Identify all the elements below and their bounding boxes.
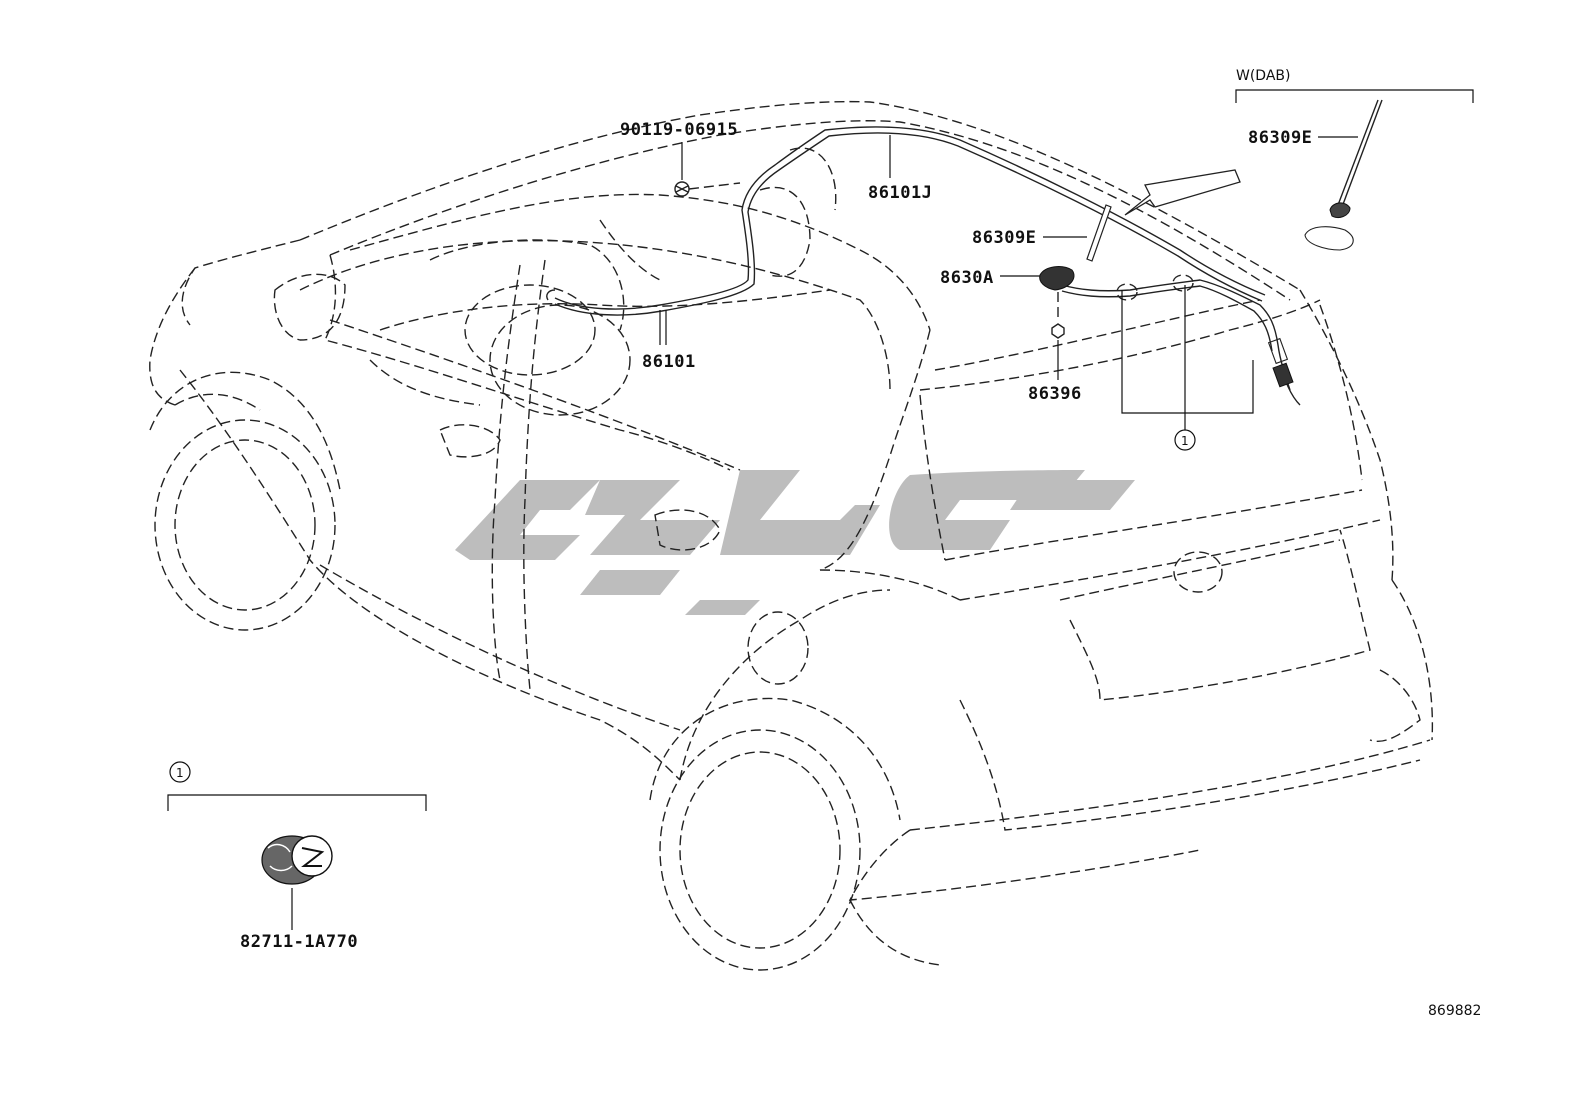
bolt-part (674, 181, 741, 197)
nut-part (1051, 323, 1065, 339)
roof-antenna-cable (546, 126, 1266, 316)
callout-inset-number: 1 (176, 766, 184, 780)
label-roof-cable: 86101J (868, 183, 932, 203)
direction-arrow (1124, 169, 1241, 216)
diagram-id: 869882 (1428, 1003, 1481, 1019)
label-clamp: 82711-1A770 (240, 932, 358, 952)
dab-antenna-part (1304, 99, 1383, 251)
label-antenna-base: 8630A (940, 268, 994, 288)
label-nut: 86396 (1028, 384, 1082, 404)
label-antenna-pole: 86309E (972, 228, 1036, 248)
cable-clamps (1116, 274, 1194, 301)
clamp-part (261, 835, 333, 885)
label-dab-pole: 86309E (1248, 128, 1312, 148)
car-body-outline (149, 100, 1434, 971)
label-front-cable: 86101 (642, 352, 696, 372)
antenna-base-part (1039, 266, 1075, 320)
watermark-logo (455, 470, 1135, 615)
antenna-pole-part (1086, 204, 1112, 262)
leader-lines (167, 89, 1474, 930)
callout-main-number: 1 (1181, 434, 1189, 448)
label-bolt: 90119-06915 (620, 120, 738, 140)
label-variant: W(DAB) (1236, 68, 1290, 84)
rear-antenna-feeder (1061, 279, 1301, 406)
